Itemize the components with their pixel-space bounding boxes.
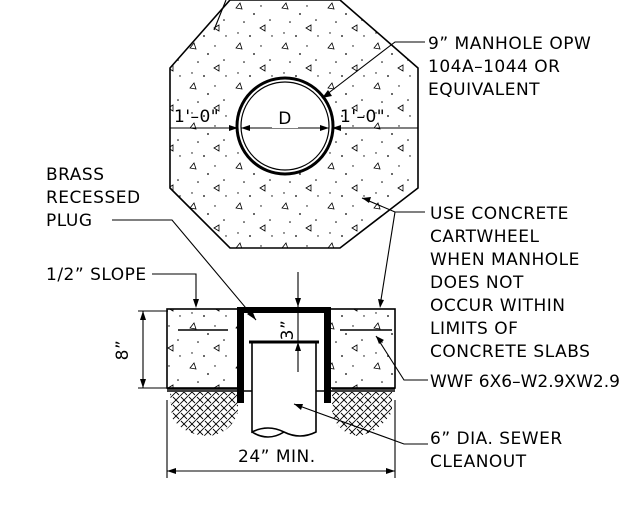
slab-right (329, 308, 396, 389)
left-offset-label: 1'–0" (174, 107, 219, 127)
cartwheel-callout-5: OCCUR WITHIN (430, 296, 566, 316)
manhole-leader (321, 41, 425, 99)
manhole-callout-2: 104A–1044 OR (428, 57, 560, 77)
cartwheel-callout-7: CONCRETE SLABS (430, 342, 590, 362)
manhole-lid-inner (240, 81, 330, 171)
cartwheel-callout-4: DOES NOT (430, 273, 524, 293)
manhole-frame-left (237, 307, 244, 403)
cleanout-leader (293, 403, 428, 445)
diameter-label: D (278, 109, 292, 129)
arrow-head (362, 197, 371, 203)
arrow-head (376, 336, 384, 344)
cleanout-callout-1: 6” DIA. SEWER (430, 429, 563, 449)
manhole-frame-top (237, 307, 331, 313)
arrow-head (140, 311, 146, 320)
slope-leader (152, 273, 197, 306)
leader-top (213, 0, 227, 31)
arrow-head (386, 468, 395, 474)
cartwheel-leader-bottom (379, 211, 396, 307)
plug-callout-2: RECESSED (46, 188, 141, 208)
cartwheel-callout-1: USE CONCRETE (430, 204, 569, 224)
arrow-head (332, 125, 341, 131)
soil-left (170, 392, 238, 436)
plug-leader (112, 219, 257, 321)
cleanout-callout-2: CLEANOUT (430, 452, 527, 472)
manhole-callout-1: 9” MANHOLE OPW (428, 34, 591, 54)
manhole-callout-3: EQUIVALENT (428, 80, 540, 100)
depth-label: 3” (278, 320, 298, 341)
arrow-head (295, 298, 301, 307)
plug-callout-3: PLUG (46, 211, 93, 231)
plug-callout-1: BRASS (46, 165, 105, 185)
cartwheel-callout-2: CARTWHEEL (430, 227, 540, 247)
slope-callout: 1/2” SLOPE (46, 265, 147, 285)
arrow-head (229, 125, 238, 131)
arrow-head (193, 299, 199, 308)
pipe-break (251, 431, 285, 438)
arrow-head (247, 310, 256, 320)
wwf-callout: WWF 6X6–W2.9XW2.9 (430, 372, 620, 392)
label-mask (272, 108, 298, 128)
thickness-label: 8” (113, 340, 133, 361)
wwf-leader (375, 335, 428, 381)
arrow-head (320, 125, 329, 131)
cleanout-pipe (251, 341, 317, 437)
cartwheel-callout-3: WHEN MANHOLE (430, 250, 580, 270)
arrow-head (294, 404, 303, 410)
width-label: 24” MIN. (238, 447, 316, 467)
slab-left (166, 308, 240, 389)
arrow-head (378, 299, 384, 308)
arrow-head (295, 342, 301, 351)
arrow-head (140, 379, 146, 388)
right-offset-label: 1'–0" (340, 107, 385, 127)
manhole-frame-right (324, 307, 331, 403)
arrow-head (167, 468, 176, 474)
arrow-head (322, 90, 332, 98)
arrow-head (241, 125, 250, 131)
soil-right (332, 392, 392, 436)
cartwheel-callout-6: LIMITS OF (430, 319, 518, 339)
